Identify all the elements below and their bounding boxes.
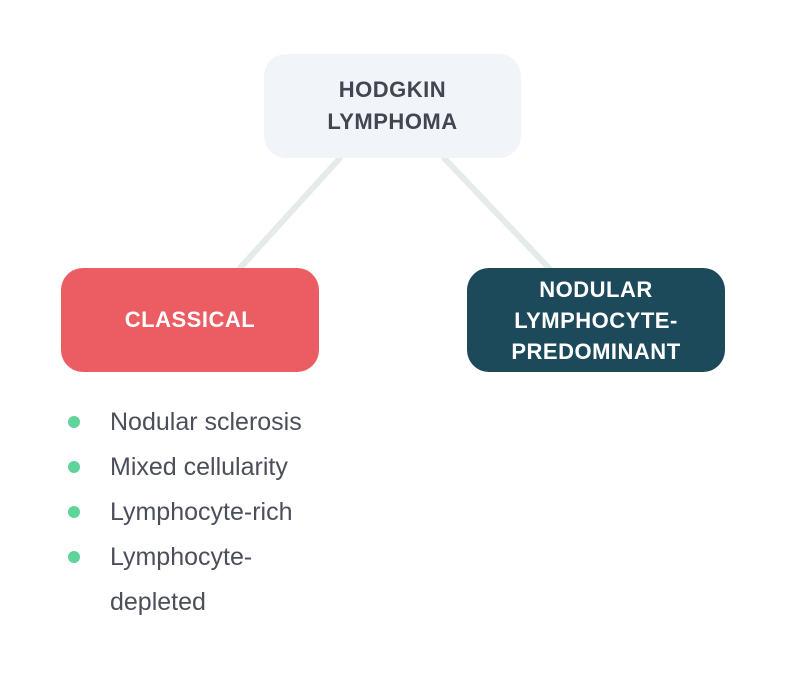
list-item: Nodular sclerosis — [68, 400, 348, 445]
classical-subtype-list: Nodular sclerosis Mixed cellularity Lymp… — [68, 400, 348, 625]
list-item-label: Lymphocyte- depleted — [110, 543, 253, 616]
bullet-dot-icon — [68, 506, 80, 518]
bullet-dot-icon — [68, 551, 80, 563]
branch-node-label: NODULAR LYMPHOCYTE- PREDOMINANT — [511, 276, 681, 364]
root-node-hodgkin-lymphoma: HODGKIN LYMPHOMA — [264, 54, 521, 158]
branch-node-label: CLASSICAL — [124, 307, 256, 332]
bullet-dot-icon — [68, 461, 80, 473]
branch-node-nodular-lymphocyte-predominant: NODULAR LYMPHOCYTE- PREDOMINANT — [467, 268, 725, 372]
list-item: Lymphocyte- depleted — [68, 535, 348, 625]
list-item-label: Mixed cellularity — [110, 453, 288, 481]
connector-root-to-classical — [237, 155, 343, 271]
root-node-label: HODGKIN LYMPHOMA — [327, 77, 458, 134]
list-item: Mixed cellularity — [68, 445, 348, 490]
list-item-label: Lymphocyte-rich — [110, 498, 293, 526]
list-item: Lymphocyte-rich — [68, 490, 348, 535]
connector-root-to-nodular — [441, 155, 552, 271]
bullet-dot-icon — [68, 416, 80, 428]
list-item-label: Nodular sclerosis — [110, 408, 302, 436]
branch-node-classical: CLASSICAL — [61, 268, 319, 372]
